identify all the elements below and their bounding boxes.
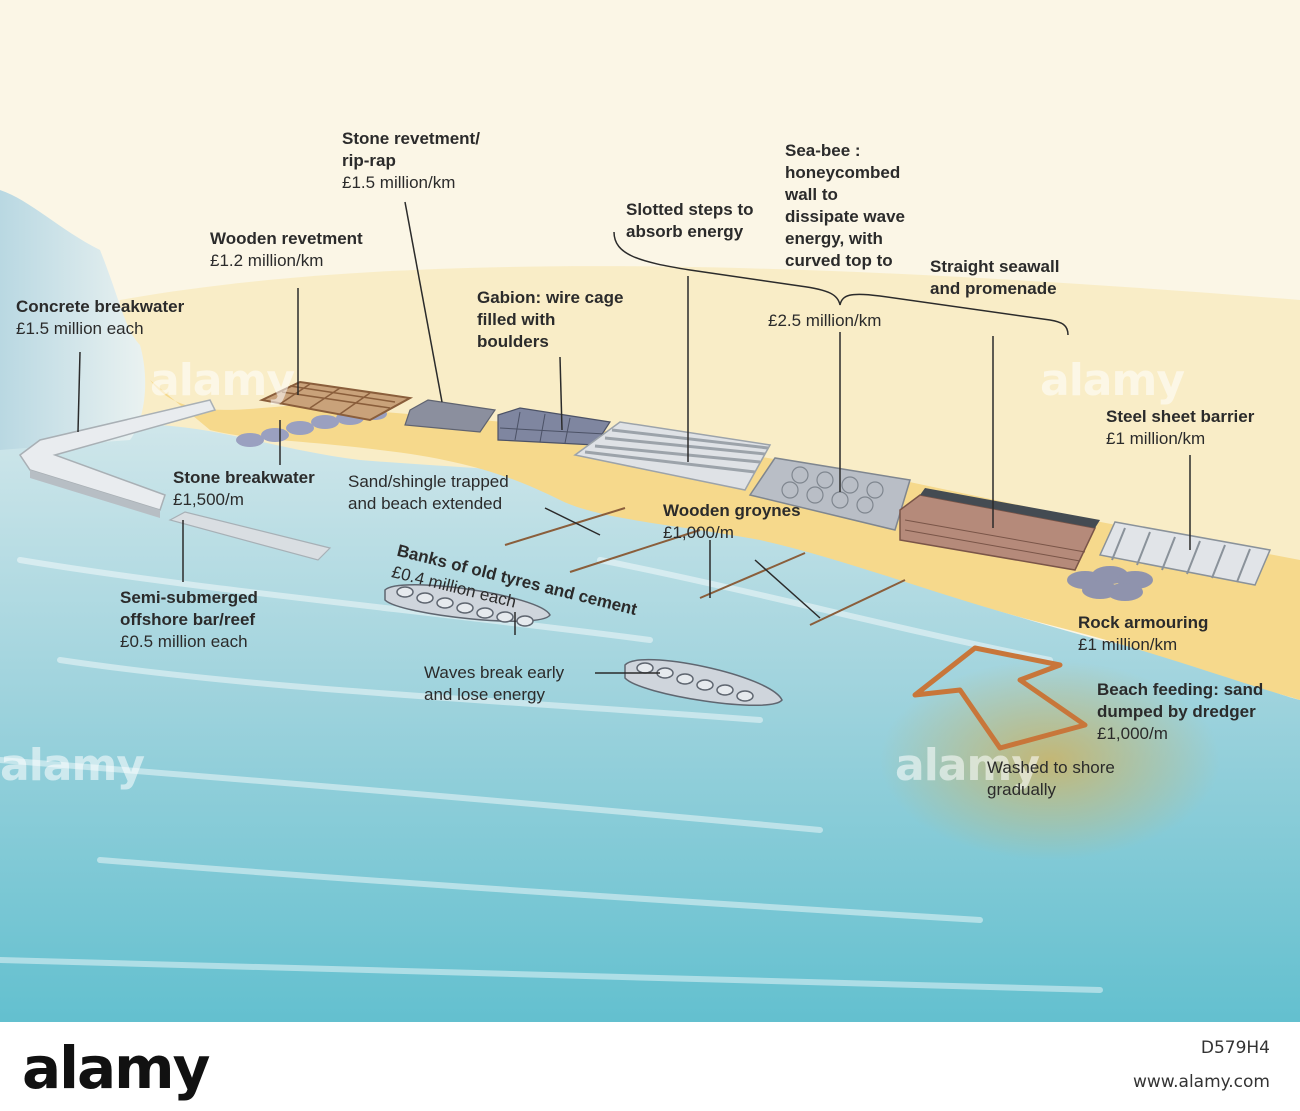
concrete-breakwater bbox=[18, 399, 217, 518]
label-wooden-revetment: Wooden revetment £1.2 million/km bbox=[210, 229, 363, 270]
stone-revetment bbox=[404, 399, 497, 433]
label-stone-revetment: Stone revetment/ rip-rap £1.5 million/km bbox=[342, 129, 480, 192]
sea-bee bbox=[748, 457, 911, 531]
label-steel-sheet: Steel sheet barrier £1 million/km bbox=[1106, 407, 1255, 448]
stock-footer: alamy D579H4 www.alamy.com bbox=[0, 1022, 1300, 1111]
alamy-logo: alamy bbox=[22, 1034, 210, 1102]
site-url: www.alamy.com bbox=[1132, 1072, 1270, 1092]
label-straight-seawall: Straight seawall and promenade bbox=[930, 257, 1060, 298]
sand-plume bbox=[880, 660, 1220, 860]
watermark: alamy bbox=[1040, 355, 1185, 406]
steel-sheet-barrier bbox=[1098, 521, 1272, 586]
image-id: D579H4 bbox=[1200, 1038, 1270, 1058]
straight-seawall bbox=[899, 488, 1100, 571]
label-beach-feeding: Beach feeding: sand dumped by dredger £1… bbox=[1097, 680, 1264, 743]
beach-feeding-arrow bbox=[912, 645, 1088, 751]
label-slotted-steps: Slotted steps to absorb energy bbox=[626, 200, 754, 241]
label-washed: Washed to shore gradually bbox=[987, 758, 1115, 799]
watermark: alamy bbox=[150, 355, 295, 406]
wooden-revetment bbox=[258, 380, 414, 422]
label-waves-break: Waves break early and lose energy bbox=[424, 663, 565, 704]
watermark: alamy bbox=[895, 740, 1040, 791]
rock-armouring bbox=[1067, 566, 1153, 601]
label-concrete-breakwater: Concrete breakwater £1.5 million each bbox=[16, 297, 185, 338]
tyre-bank-1 bbox=[384, 584, 551, 627]
label-layer: alamy alamy alamy alamy Concrete breakwa… bbox=[0, 129, 1264, 799]
gabion bbox=[497, 407, 612, 446]
coastal-scene bbox=[0, 190, 1300, 1022]
offshore-bar bbox=[168, 511, 332, 561]
slotted-steps bbox=[573, 421, 772, 491]
label-sand-trapped: Sand/shingle trapped and beach extended bbox=[348, 472, 509, 513]
label-stone-breakwater: Stone breakwater £1,500/m bbox=[173, 468, 315, 509]
label-sea-bee: Sea-bee : honeycombed wall to dissipate … bbox=[785, 141, 906, 270]
label-wooden-groynes: Wooden groynes £1,000/m bbox=[663, 501, 801, 542]
label-rock-armouring: Rock armouring £1 million/km bbox=[1078, 613, 1209, 654]
label-semi-submerged: Semi-submerged offshore bar/reef £0.5 mi… bbox=[120, 588, 258, 651]
watermark: alamy bbox=[0, 740, 145, 791]
wooden-groynes bbox=[504, 507, 906, 626]
label-group-cost: £2.5 million/km bbox=[768, 311, 882, 330]
label-tyres: Banks of old tyres and cement £0.4 milli… bbox=[389, 540, 640, 620]
label-gabion: Gabion: wire cage filled with boulders bbox=[477, 288, 624, 351]
sea bbox=[0, 425, 1300, 1022]
cliff bbox=[0, 190, 146, 450]
